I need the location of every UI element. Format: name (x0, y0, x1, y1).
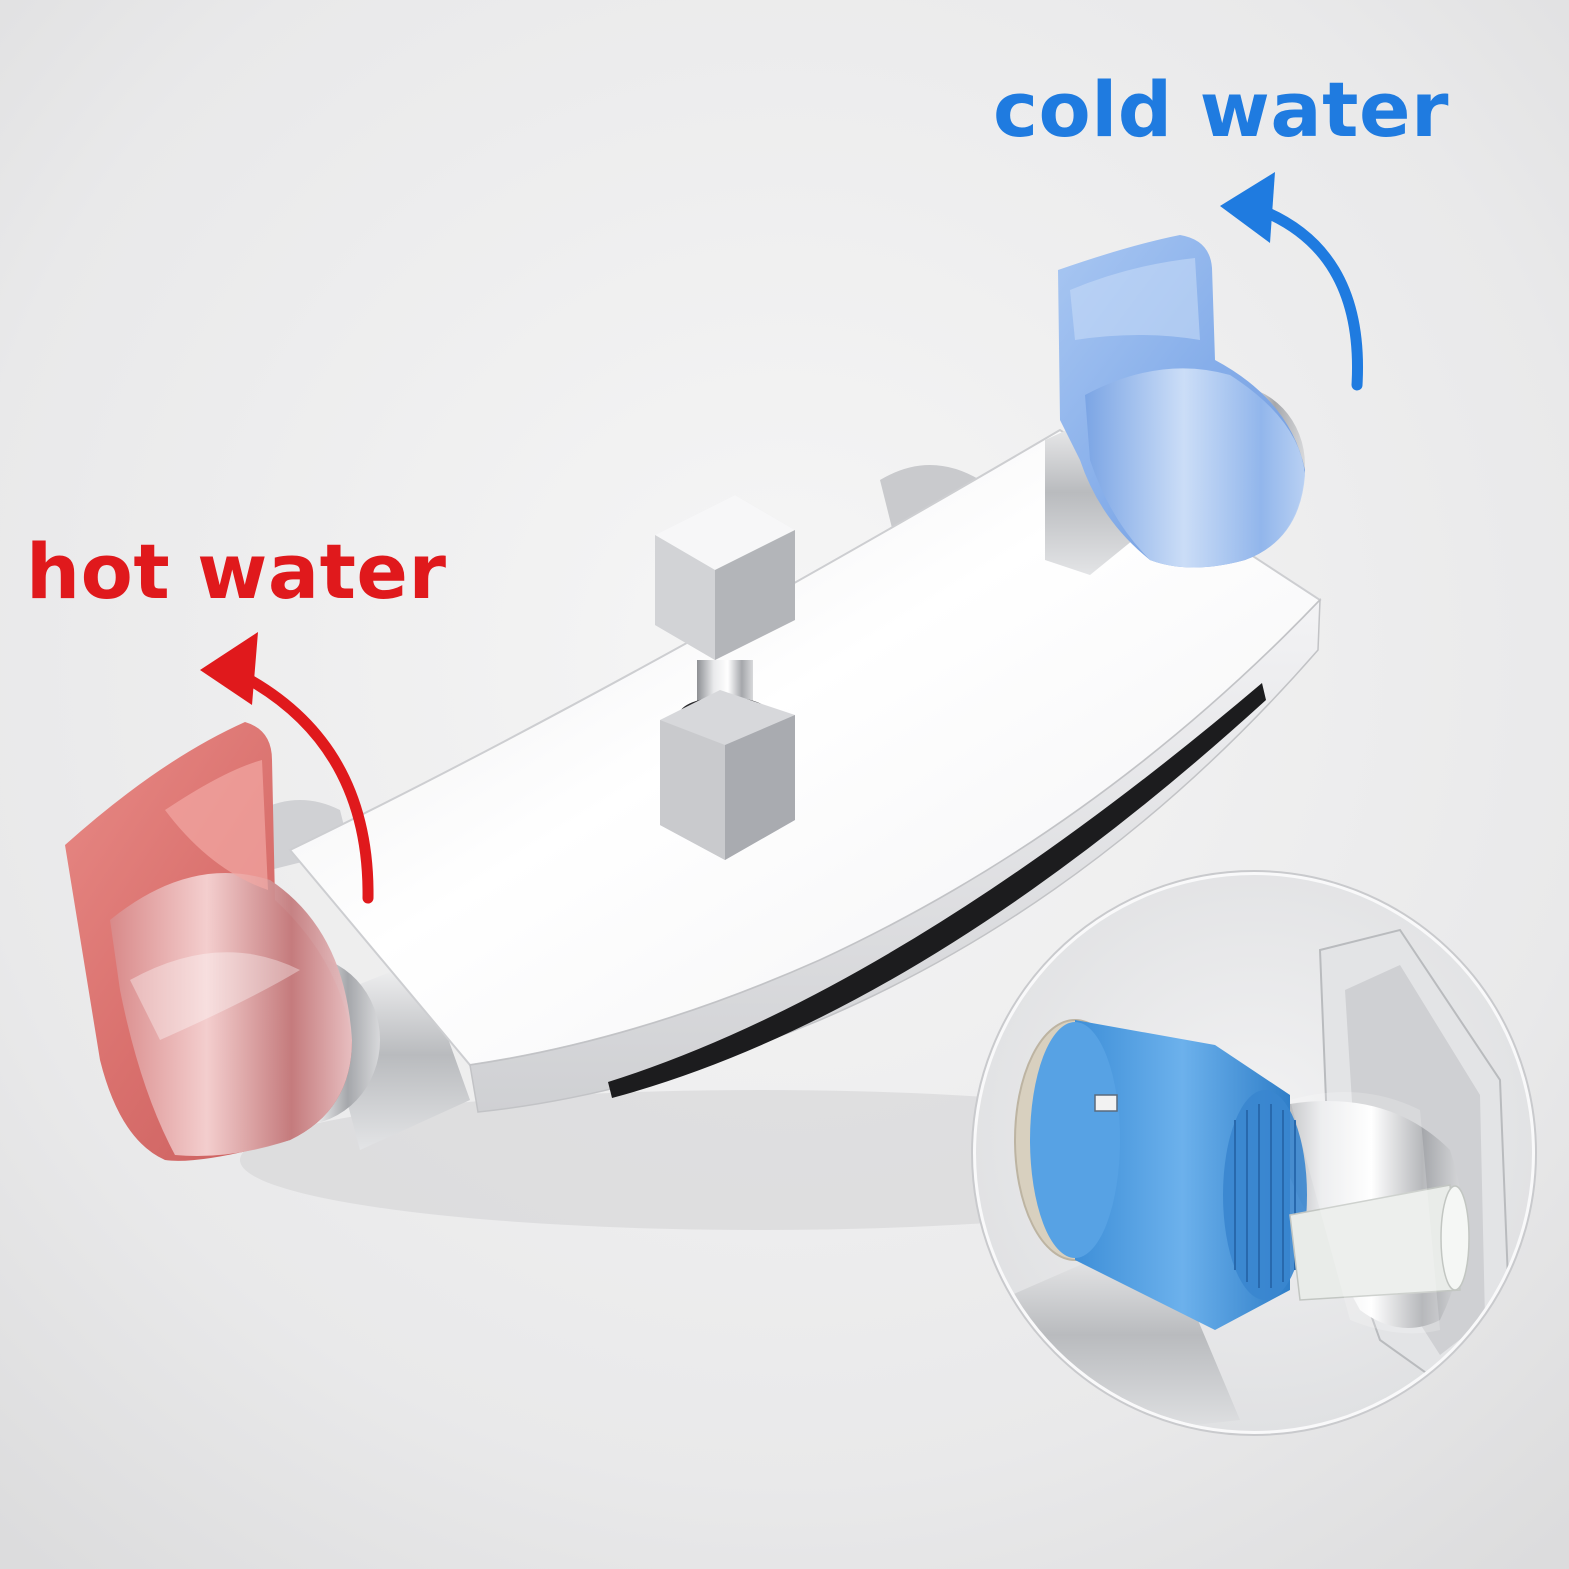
hot-arrow (229, 666, 374, 904)
hot-water-label: hot water (26, 527, 447, 616)
cold-water-label: cold water (992, 65, 1449, 154)
cold-arrow (1244, 200, 1364, 391)
cartridge-inset (971, 870, 1537, 1436)
